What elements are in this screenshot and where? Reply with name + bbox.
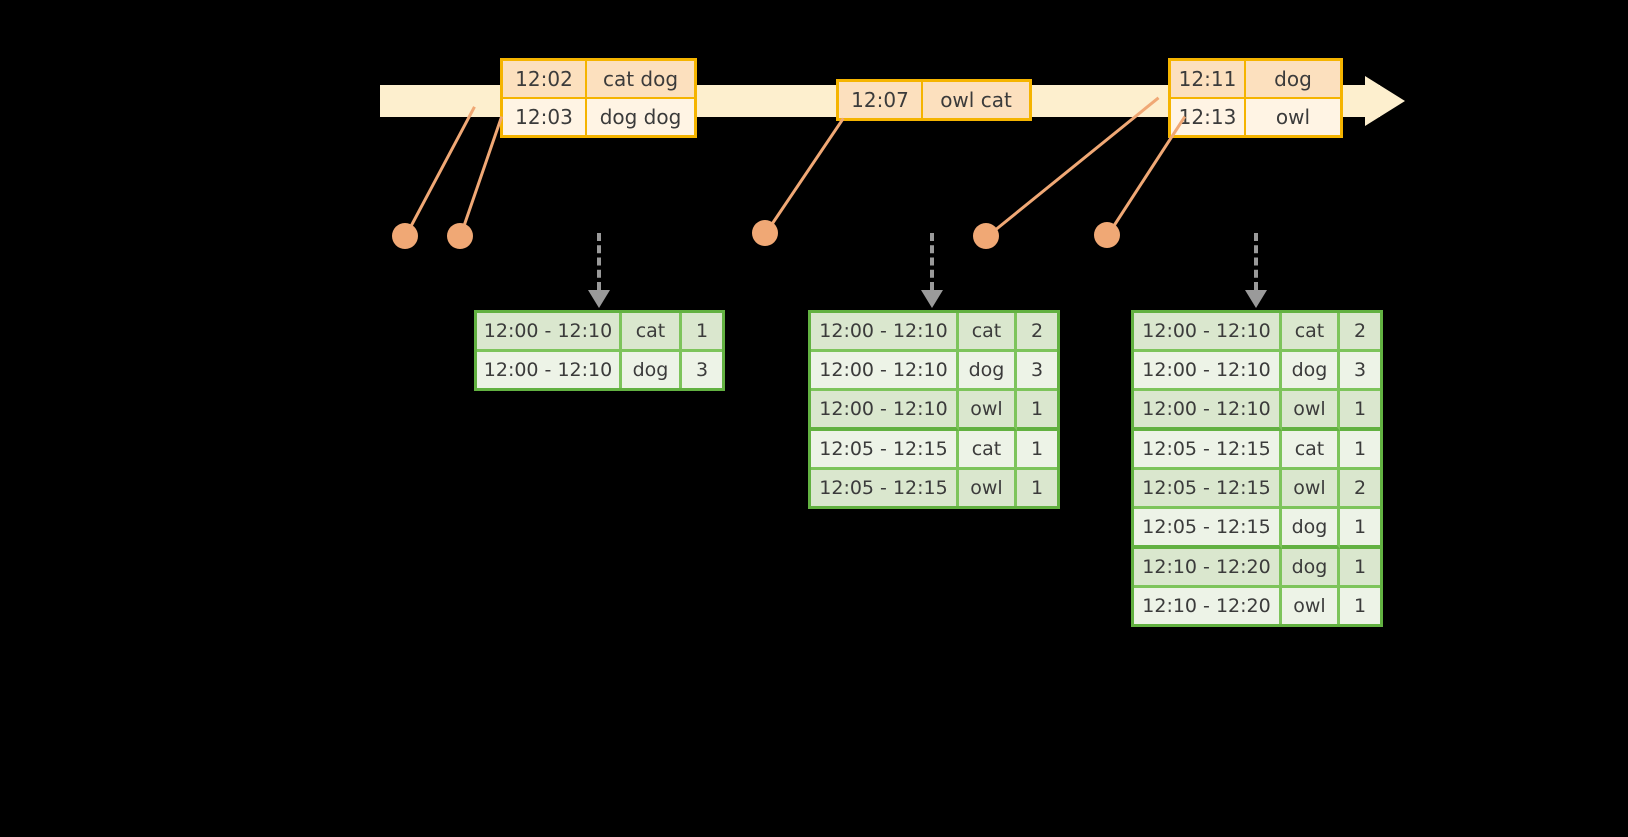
- cell-word: owl: [959, 391, 1017, 431]
- event-row: 12:07 owl cat: [839, 82, 1029, 118]
- table-row: 12:10 - 12:20 dog 1: [1134, 549, 1380, 588]
- cell-word: owl: [1282, 391, 1340, 431]
- dashed-arrow-table-3: [1245, 233, 1267, 308]
- cell-window: 12:00 - 12:10: [477, 313, 622, 352]
- cell-count: 3: [1017, 352, 1057, 391]
- cell-window: 12:05 - 12:15: [811, 470, 959, 506]
- cell-count: 1: [1340, 431, 1380, 470]
- table-row: 12:00 - 12:10 cat 1: [477, 313, 722, 352]
- cell-window: 12:10 - 12:20: [1134, 588, 1282, 624]
- table-row: 12:05 - 12:15 cat 1: [811, 431, 1057, 470]
- dashed-arrow-table-2: [921, 233, 943, 308]
- table-row: 12:00 - 12:10 dog 3: [811, 352, 1057, 391]
- cell-word: cat: [959, 313, 1017, 352]
- event-card-1211[interactable]: 12:11 dog 12:13 owl: [1168, 58, 1343, 138]
- cell-count: 2: [1017, 313, 1057, 352]
- table-row: 12:00 - 12:10 owl 1: [811, 391, 1057, 431]
- connector-dot-1213[interactable]: [1094, 222, 1120, 248]
- event-words: dog: [1246, 61, 1340, 97]
- cell-count: 1: [1017, 470, 1057, 506]
- table-row: 12:05 - 12:15 cat 1: [1134, 431, 1380, 470]
- cell-word: cat: [1282, 313, 1340, 352]
- cell-count: 1: [1340, 549, 1380, 588]
- dashed-arrow-table-1: [588, 233, 610, 308]
- result-table-1[interactable]: 12:00 - 12:10 cat 1 12:00 - 12:10 dog 3: [474, 310, 725, 391]
- cell-count: 1: [1340, 391, 1380, 431]
- event-words: owl cat: [923, 82, 1029, 118]
- connector-line-1207: [763, 117, 845, 236]
- cell-word: cat: [1282, 431, 1340, 470]
- cell-count: 1: [1340, 509, 1380, 549]
- event-row: 12:13 owl: [1171, 99, 1340, 135]
- table-row: 12:05 - 12:15 dog 1: [1134, 509, 1380, 549]
- cell-word: owl: [1282, 470, 1340, 509]
- cell-window: 12:00 - 12:10: [811, 352, 959, 391]
- event-words: dog dog: [587, 99, 694, 135]
- cell-word: dog: [1282, 352, 1340, 391]
- table-row: 12:00 - 12:10 dog 3: [1134, 352, 1380, 391]
- connector-line-1213: [1105, 115, 1187, 238]
- event-time: 12:11: [1171, 61, 1246, 97]
- cell-word: cat: [622, 313, 682, 352]
- cell-window: 12:00 - 12:10: [1134, 391, 1282, 431]
- cell-word: dog: [959, 352, 1017, 391]
- cell-window: 12:05 - 12:15: [1134, 509, 1282, 549]
- cell-word: dog: [1282, 509, 1340, 549]
- event-words: cat dog: [587, 61, 694, 97]
- connector-dot-1211[interactable]: [973, 223, 999, 249]
- cell-word: owl: [1282, 588, 1340, 624]
- table-row: 12:10 - 12:20 owl 1: [1134, 588, 1380, 624]
- cell-count: 3: [1340, 352, 1380, 391]
- cell-window: 12:00 - 12:10: [1134, 313, 1282, 352]
- event-words: owl: [1246, 99, 1340, 135]
- table-row: 12:00 - 12:10 cat 2: [1134, 313, 1380, 352]
- table-row: 12:05 - 12:15 owl 2: [1134, 470, 1380, 509]
- table-row: 12:00 - 12:10 dog 3: [477, 352, 722, 388]
- event-row: 12:11 dog: [1171, 61, 1340, 99]
- table-row: 12:05 - 12:15 owl 1: [811, 470, 1057, 506]
- cell-count: 1: [682, 313, 722, 352]
- connector-dot-1207[interactable]: [752, 220, 778, 246]
- cell-window: 12:05 - 12:15: [1134, 431, 1282, 470]
- event-row: 12:03 dog dog: [503, 99, 694, 135]
- result-table-3[interactable]: 12:00 - 12:10 cat 2 12:00 - 12:10 dog 3 …: [1131, 310, 1383, 627]
- cell-count: 3: [682, 352, 722, 388]
- cell-window: 12:10 - 12:20: [1134, 549, 1282, 588]
- result-table-2[interactable]: 12:00 - 12:10 cat 2 12:00 - 12:10 dog 3 …: [808, 310, 1060, 509]
- event-card-1202[interactable]: 12:02 cat dog 12:03 dog dog: [500, 58, 697, 138]
- timeline-arrow-head-icon: [1365, 76, 1405, 126]
- cell-window: 12:00 - 12:10: [477, 352, 622, 388]
- event-card-1207[interactable]: 12:07 owl cat: [836, 79, 1032, 121]
- connector-dot-1202[interactable]: [392, 223, 418, 249]
- cell-window: 12:00 - 12:10: [811, 313, 959, 352]
- cell-word: cat: [959, 431, 1017, 470]
- cell-window: 12:05 - 12:15: [811, 431, 959, 470]
- cell-word: owl: [959, 470, 1017, 506]
- cell-count: 1: [1017, 391, 1057, 431]
- event-time: 12:03: [503, 99, 587, 135]
- cell-word: dog: [622, 352, 682, 388]
- cell-window: 12:00 - 12:10: [1134, 352, 1282, 391]
- cell-window: 12:00 - 12:10: [811, 391, 959, 431]
- cell-count: 1: [1340, 588, 1380, 624]
- event-time: 12:02: [503, 61, 587, 97]
- event-row: 12:02 cat dog: [503, 61, 694, 99]
- cell-count: 2: [1340, 313, 1380, 352]
- event-time: 12:07: [839, 82, 923, 118]
- cell-count: 2: [1340, 470, 1380, 509]
- table-row: 12:00 - 12:10 owl 1: [1134, 391, 1380, 431]
- cell-window: 12:05 - 12:15: [1134, 470, 1282, 509]
- cell-count: 1: [1017, 431, 1057, 470]
- table-row: 12:00 - 12:10 cat 2: [811, 313, 1057, 352]
- cell-word: dog: [1282, 549, 1340, 588]
- connector-dot-1203[interactable]: [447, 223, 473, 249]
- connector-line-1203: [458, 115, 504, 238]
